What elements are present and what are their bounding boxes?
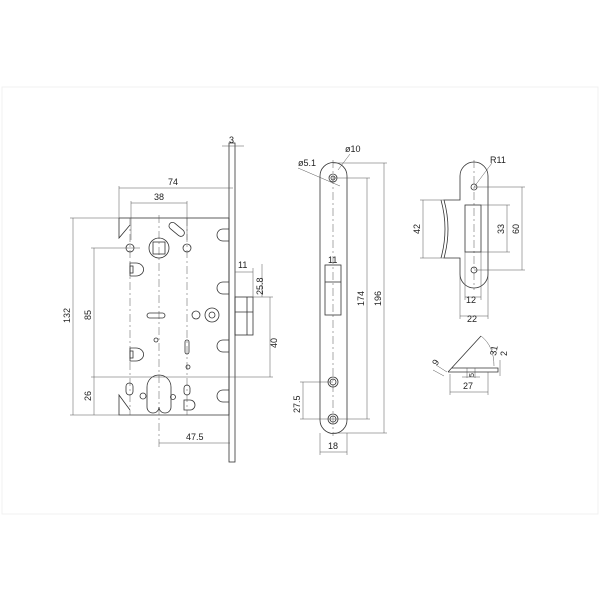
dim-42: 42 [412,224,422,234]
dim-r11: R11 [490,155,506,165]
dim-18: 18 [328,441,338,451]
dim-3: 3 [229,135,234,145]
dim-196: 196 [373,291,383,306]
strike-opening [464,204,482,253]
strike-plate-view: R11 42 33 60 12 22 [412,155,525,324]
dim-25-8: 25.8 [255,277,265,295]
drawing-frame [1,86,599,515]
strike-profile-view: 9 31 2 5 27 [430,335,509,395]
dim-60: 60 [511,224,521,234]
dim-26: 26 [83,391,93,401]
lock-body-view: 3 74 38 132 85 26 47.5 11 25.8 40 [62,135,279,463]
dim-22: 22 [467,314,477,324]
dim-dia-5-1: ø5.1 [298,158,316,168]
dim-27-5: 27.5 [292,395,302,413]
dim-38: 38 [154,192,164,202]
dim-12: 12 [466,295,476,305]
cylinder-cutout [146,374,172,414]
lock-body-outline [118,217,230,416]
dim-11-opening: 11 [328,255,337,265]
dim-47-5: 47.5 [186,432,204,442]
dim-2: 2 [499,351,509,356]
dim-132: 132 [62,308,72,323]
dim-9: 9 [430,358,441,367]
dim-174: 174 [356,291,366,306]
dim-31-angle: 31 [488,345,500,357]
mounting-lugs [216,228,229,403]
latch-bolt [234,296,254,336]
dim-33: 33 [496,224,506,234]
spindle-hub [148,237,170,259]
faceplate-outline [319,162,348,434]
dim-dia-10: ø10 [345,144,361,154]
spindle-square [152,241,166,255]
faceplate-front-view: ø5.1 ø10 11 174 196 27.5 18 [292,144,387,455]
dim-5: 5 [469,373,476,377]
dim-27: 27 [463,381,473,391]
dim-40: 40 [269,338,279,348]
dim-11: 11 [238,260,247,270]
faceplate-edge [228,142,236,463]
dim-74: 74 [168,177,178,187]
dim-85: 85 [83,310,93,320]
strike-outline [443,161,489,289]
